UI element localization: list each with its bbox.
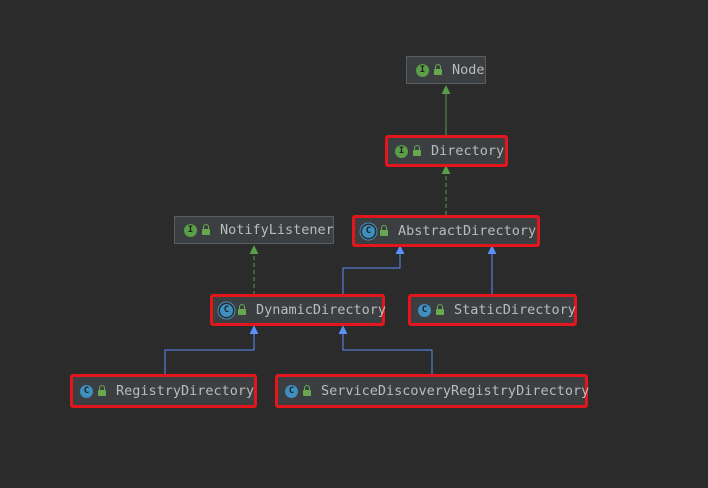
abstract-class-icon: C: [220, 303, 233, 317]
lock-icon: [380, 225, 388, 236]
node-box-static-directory[interactable]: C StaticDirectory: [408, 294, 577, 326]
node-label: Node: [452, 62, 485, 78]
lock-icon: [436, 304, 444, 315]
node-box-service-discovery-registry-directory[interactable]: C ServiceDiscoveryRegistryDirectory: [275, 374, 590, 408]
edge-dynamicdirectory-to-abstractdirectory: [342, 245, 405, 295]
node-box-abstract-directory[interactable]: C AbstractDirectory: [352, 215, 540, 247]
node-box-node[interactable]: I Node: [406, 56, 486, 84]
node-box-dynamic-directory[interactable]: C DynamicDirectory: [210, 294, 387, 326]
lock-icon: [238, 304, 246, 315]
node-label: DynamicDirectory: [256, 302, 387, 318]
edge-registrydirectory-to-dynamicdirectory: [164, 325, 259, 375]
lock-icon: [413, 145, 421, 156]
node-box-registry-directory[interactable]: C RegistryDirectory: [70, 374, 257, 408]
class-icon: C: [418, 303, 431, 317]
node-box-directory[interactable]: I Directory: [385, 135, 508, 167]
abstract-class-icon: C: [362, 224, 375, 238]
node-label: Directory: [431, 143, 505, 159]
edge-servicediscoveryregistrydirectory-to-dynamicdirectory: [338, 325, 433, 375]
node-label: ServiceDiscoveryRegistryDirectory: [321, 383, 590, 399]
interface-icon: I: [416, 63, 429, 77]
node-box-notify-listener[interactable]: I NotifyListener: [174, 216, 334, 244]
lock-icon: [202, 224, 210, 235]
node-label: StaticDirectory: [454, 302, 576, 318]
lock-icon: [98, 385, 106, 396]
node-label: NotifyListener: [220, 222, 334, 238]
interface-icon: I: [395, 144, 408, 158]
node-label: RegistryDirectory: [116, 383, 255, 399]
lock-icon: [303, 385, 311, 396]
node-label: AbstractDirectory: [398, 223, 537, 239]
class-icon: C: [80, 384, 93, 398]
interface-icon: I: [184, 223, 197, 237]
lock-icon: [434, 64, 442, 75]
class-icon: C: [285, 384, 298, 398]
